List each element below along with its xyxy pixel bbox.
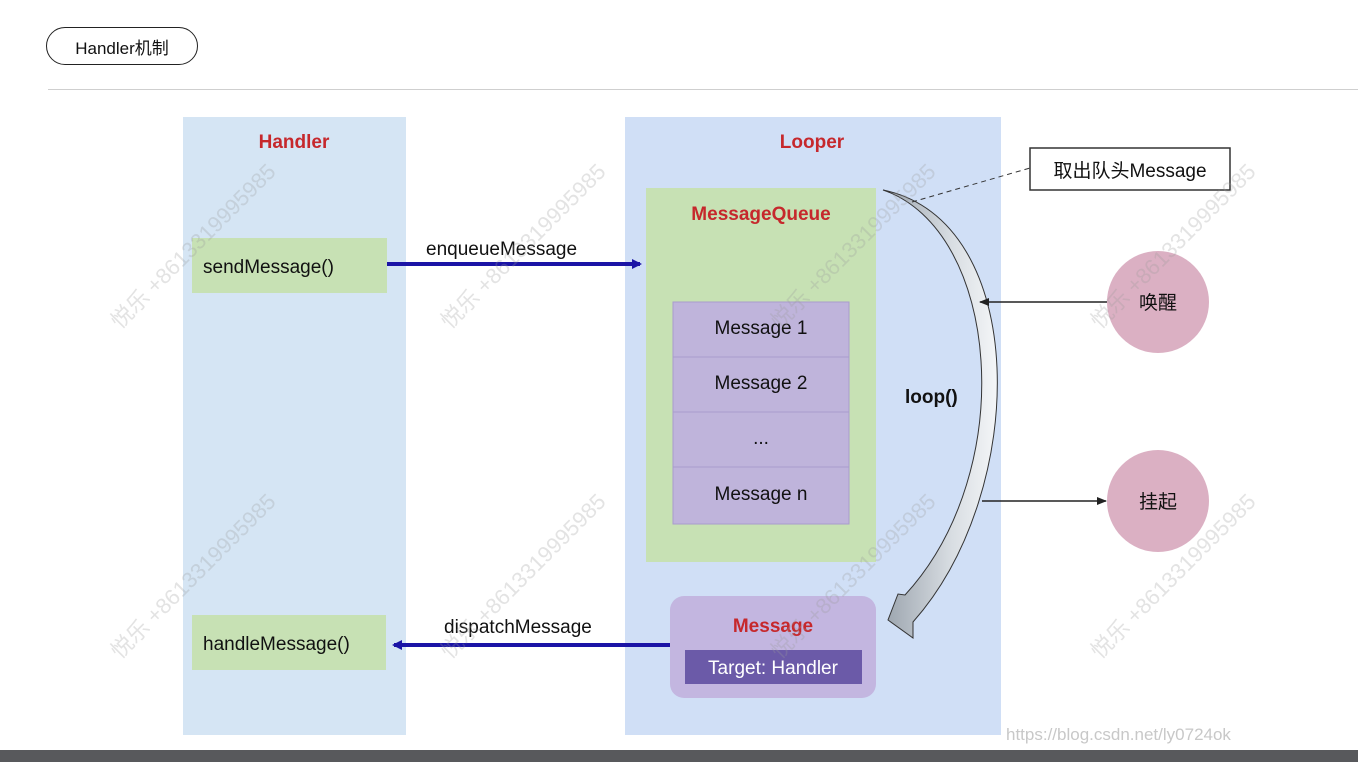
loop-curved-arrow: [882, 189, 998, 639]
wake-label: 唤醒: [1139, 292, 1177, 314]
queue-item-label: Message n: [715, 484, 808, 505]
dispatch-label: dispatchMessage: [444, 617, 592, 638]
message-queue-list: Message 1 Message 2 ... Message n: [672, 301, 850, 525]
message-box-title: Message: [733, 616, 813, 637]
handler-panel-title: Handler: [259, 132, 330, 153]
enqueue-label: enqueueMessage: [426, 239, 577, 260]
looper-panel-title: Looper: [780, 132, 845, 153]
queue-item: [672, 356, 850, 413]
queue-item-label: Message 2: [715, 373, 808, 394]
send-message-label: sendMessage(): [203, 257, 334, 278]
loop-label: loop(): [905, 387, 958, 408]
handle-message-label: handleMessage(): [203, 634, 350, 655]
suspend-label: 挂起: [1139, 491, 1177, 513]
wake-circle: [1107, 251, 1209, 353]
message-target-box: [685, 650, 862, 684]
source-url-watermark: https://blog.csdn.net/ly0724ok: [1006, 725, 1231, 744]
queue-item: [672, 411, 850, 468]
bottom-bar: [0, 750, 1358, 762]
message-target-label: Target: Handler: [708, 658, 839, 679]
header-divider: [48, 89, 1358, 90]
handler-mechanism-tag-button[interactable]: Handler机制: [46, 27, 198, 65]
queue-item-label: ...: [753, 428, 769, 449]
handle-message-box: [192, 615, 386, 670]
message-queue-title: MessageQueue: [691, 204, 830, 225]
callout-label: 取出队头Message: [1053, 160, 1206, 182]
suspend-circle: [1107, 450, 1209, 552]
queue-item: [672, 301, 850, 358]
queue-item: [672, 466, 850, 525]
send-message-box: [192, 238, 387, 293]
callout-box: [1029, 147, 1231, 191]
callout-dashed-line: [911, 167, 1031, 203]
queue-item-label: Message 1: [715, 318, 808, 339]
